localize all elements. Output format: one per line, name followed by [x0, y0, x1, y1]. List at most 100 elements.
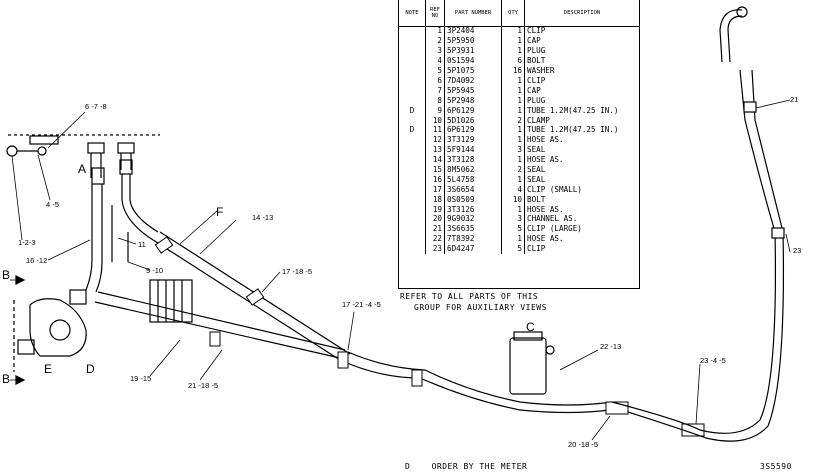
callout-20-18-5: 20 -18 -5: [568, 440, 599, 449]
section-arrows: [15, 275, 26, 385]
cell-note: [399, 234, 426, 245]
cell-qty: 3: [501, 145, 525, 156]
cell-qty: 16: [501, 66, 525, 77]
callout-21-18-5: 21 -18 -5: [188, 381, 219, 390]
cell-note: [399, 76, 426, 87]
callout-17-21-4-5: 17 -21 -4 -5: [342, 300, 381, 309]
cell-ref-no: 2: [425, 36, 445, 47]
cell-note: D: [399, 106, 426, 117]
cell-ref-no: 19: [425, 205, 445, 215]
cell-qty: 4: [501, 185, 525, 196]
cell-note: [399, 96, 426, 107]
cell-note: [399, 175, 426, 186]
cell-qty: 5: [501, 244, 525, 255]
cell-note: [399, 66, 426, 77]
cell-note: [399, 46, 426, 57]
callout-6-7-8: 6 -7 -8: [85, 102, 107, 111]
col-qty: QTY: [501, 0, 525, 27]
cell-qty: 1: [501, 76, 525, 87]
cell-part-number: 3T3128: [444, 155, 502, 166]
callout-11: 11: [138, 240, 146, 249]
leader-lines: [10, 99, 791, 441]
callout-23-4-5: 23 -4 -5: [700, 356, 726, 365]
cell-part-number: 6P6129: [444, 125, 502, 136]
cell-qty: 1: [501, 125, 525, 136]
callout-1-2-3: 1-2-3: [18, 238, 36, 247]
cell-description: CLIP: [527, 244, 546, 254]
cell-note: [399, 26, 426, 37]
cell-part-number: 3T3126: [444, 205, 502, 215]
footnote-line-2: GROUP FOR AUXILIARY VIEWS: [414, 303, 547, 312]
cell-qty: 1: [501, 96, 525, 107]
cell-description: HOSE AS.: [527, 155, 564, 165]
cell-part-number: 5P5945: [444, 86, 502, 97]
cell-note: [399, 86, 426, 97]
cell-qty: 1: [501, 106, 525, 117]
cell-description: TUBE 1.2M(47.25 IN.): [527, 125, 619, 135]
col-part-number: PART NUMBER: [444, 0, 502, 27]
cell-part-number: 5D1026: [444, 116, 502, 126]
label-d: D: [86, 362, 95, 376]
callout-14-13: 14 -13: [252, 213, 274, 222]
cell-description: TUBE 1.2M(47.25 IN.): [527, 105, 619, 115]
cell-qty: 2: [501, 116, 525, 126]
cell-description: HOSE AS.: [527, 135, 564, 145]
cell-part-number: 5P5950: [444, 36, 502, 47]
cell-part-number: 3T3129: [444, 135, 502, 146]
cell-note: [399, 195, 426, 206]
cell-ref-no: 4: [425, 56, 445, 67]
cell-description: HOSE AS.: [527, 204, 564, 214]
cell-note: [399, 224, 426, 235]
cell-ref-no: 13: [425, 145, 445, 156]
cell-description: CLIP (LARGE): [527, 224, 582, 234]
cell-ref-no: 12: [425, 135, 445, 146]
cell-ref-no: 15: [425, 165, 445, 176]
cell-ref-no: 14: [425, 155, 445, 166]
pump-assembly: [13, 289, 87, 372]
cell-description: CAP: [527, 36, 541, 46]
cell-qty: 1: [501, 135, 525, 146]
cell-description: CLIP: [527, 26, 546, 36]
cell-part-number: 9G9032: [444, 215, 502, 225]
callout-9-10: 9 -10: [146, 266, 164, 275]
right-tube: [611, 6, 785, 442]
cell-ref-no: 18: [425, 195, 445, 206]
label-b-bottom: B: [2, 372, 11, 386]
cell-part-number: 5F9144: [444, 145, 502, 156]
label-b-top: B: [2, 268, 11, 282]
cell-note: [399, 145, 426, 156]
cell-qty: 3: [501, 215, 525, 225]
cell-ref-no: 7: [425, 86, 445, 97]
parts-list-table: NOTE REF NO PART NUMBER QTY DESCRIPTION …: [398, 0, 640, 289]
cell-qty: 1: [501, 205, 525, 215]
cell-description: CHANNEL AS.: [527, 214, 578, 224]
col-ref-no: REF NO: [425, 0, 445, 27]
cell-note: [399, 135, 426, 146]
valve-assembly: [149, 279, 193, 323]
cell-part-number: 8M5062: [444, 165, 502, 176]
cell-ref-no: 11: [425, 125, 445, 136]
cell-note: [399, 116, 426, 126]
cell-description: PLUG: [527, 95, 546, 105]
cell-note: [399, 36, 426, 47]
cell-part-number: 0S1594: [444, 56, 502, 67]
cell-qty: 1: [501, 36, 525, 47]
callout-17-18-5: 17 -18 -5: [282, 267, 313, 276]
cell-qty: 5: [501, 224, 525, 235]
cell-part-number: 7D4092: [444, 76, 502, 87]
cell-ref-no: 20: [425, 215, 445, 225]
callout-19-15: 19 -15: [130, 374, 152, 383]
callout-23: 23: [793, 246, 802, 255]
label-e: E: [44, 362, 53, 376]
cell-part-number: 0S0509: [444, 195, 502, 206]
cell-ref-no: 21: [425, 224, 445, 235]
